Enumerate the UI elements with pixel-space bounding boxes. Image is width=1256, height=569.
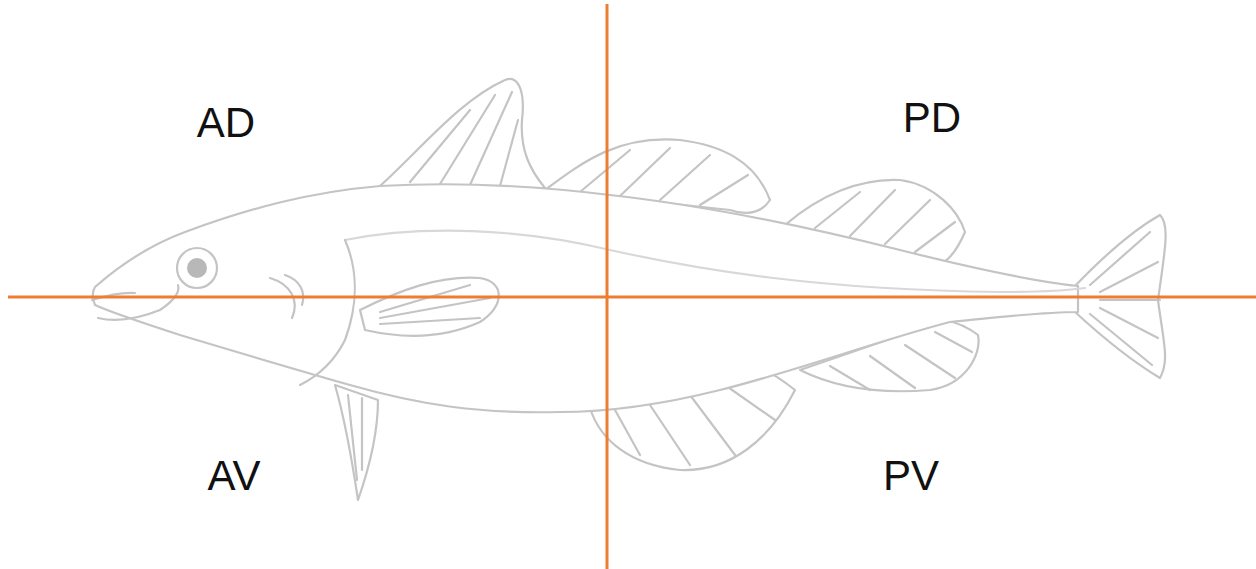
fish-eye xyxy=(177,248,217,288)
axis-line xyxy=(606,4,609,569)
quadrant-label: PD xyxy=(903,97,961,139)
quadrant-label: PV xyxy=(883,455,939,497)
fin-rays xyxy=(380,285,490,324)
pelvic-fin xyxy=(335,385,378,500)
gill-cover xyxy=(300,240,355,385)
dorsal-fin xyxy=(380,79,545,188)
pectoral-fin xyxy=(360,278,499,336)
quadrant-label: AV xyxy=(208,455,261,497)
quadrant-label: AD xyxy=(197,102,255,144)
axis-line xyxy=(8,296,1256,299)
fish-pupil xyxy=(187,258,207,278)
fin-rays xyxy=(348,395,362,480)
fin-rays xyxy=(410,92,518,186)
fish-mouth xyxy=(92,285,178,320)
